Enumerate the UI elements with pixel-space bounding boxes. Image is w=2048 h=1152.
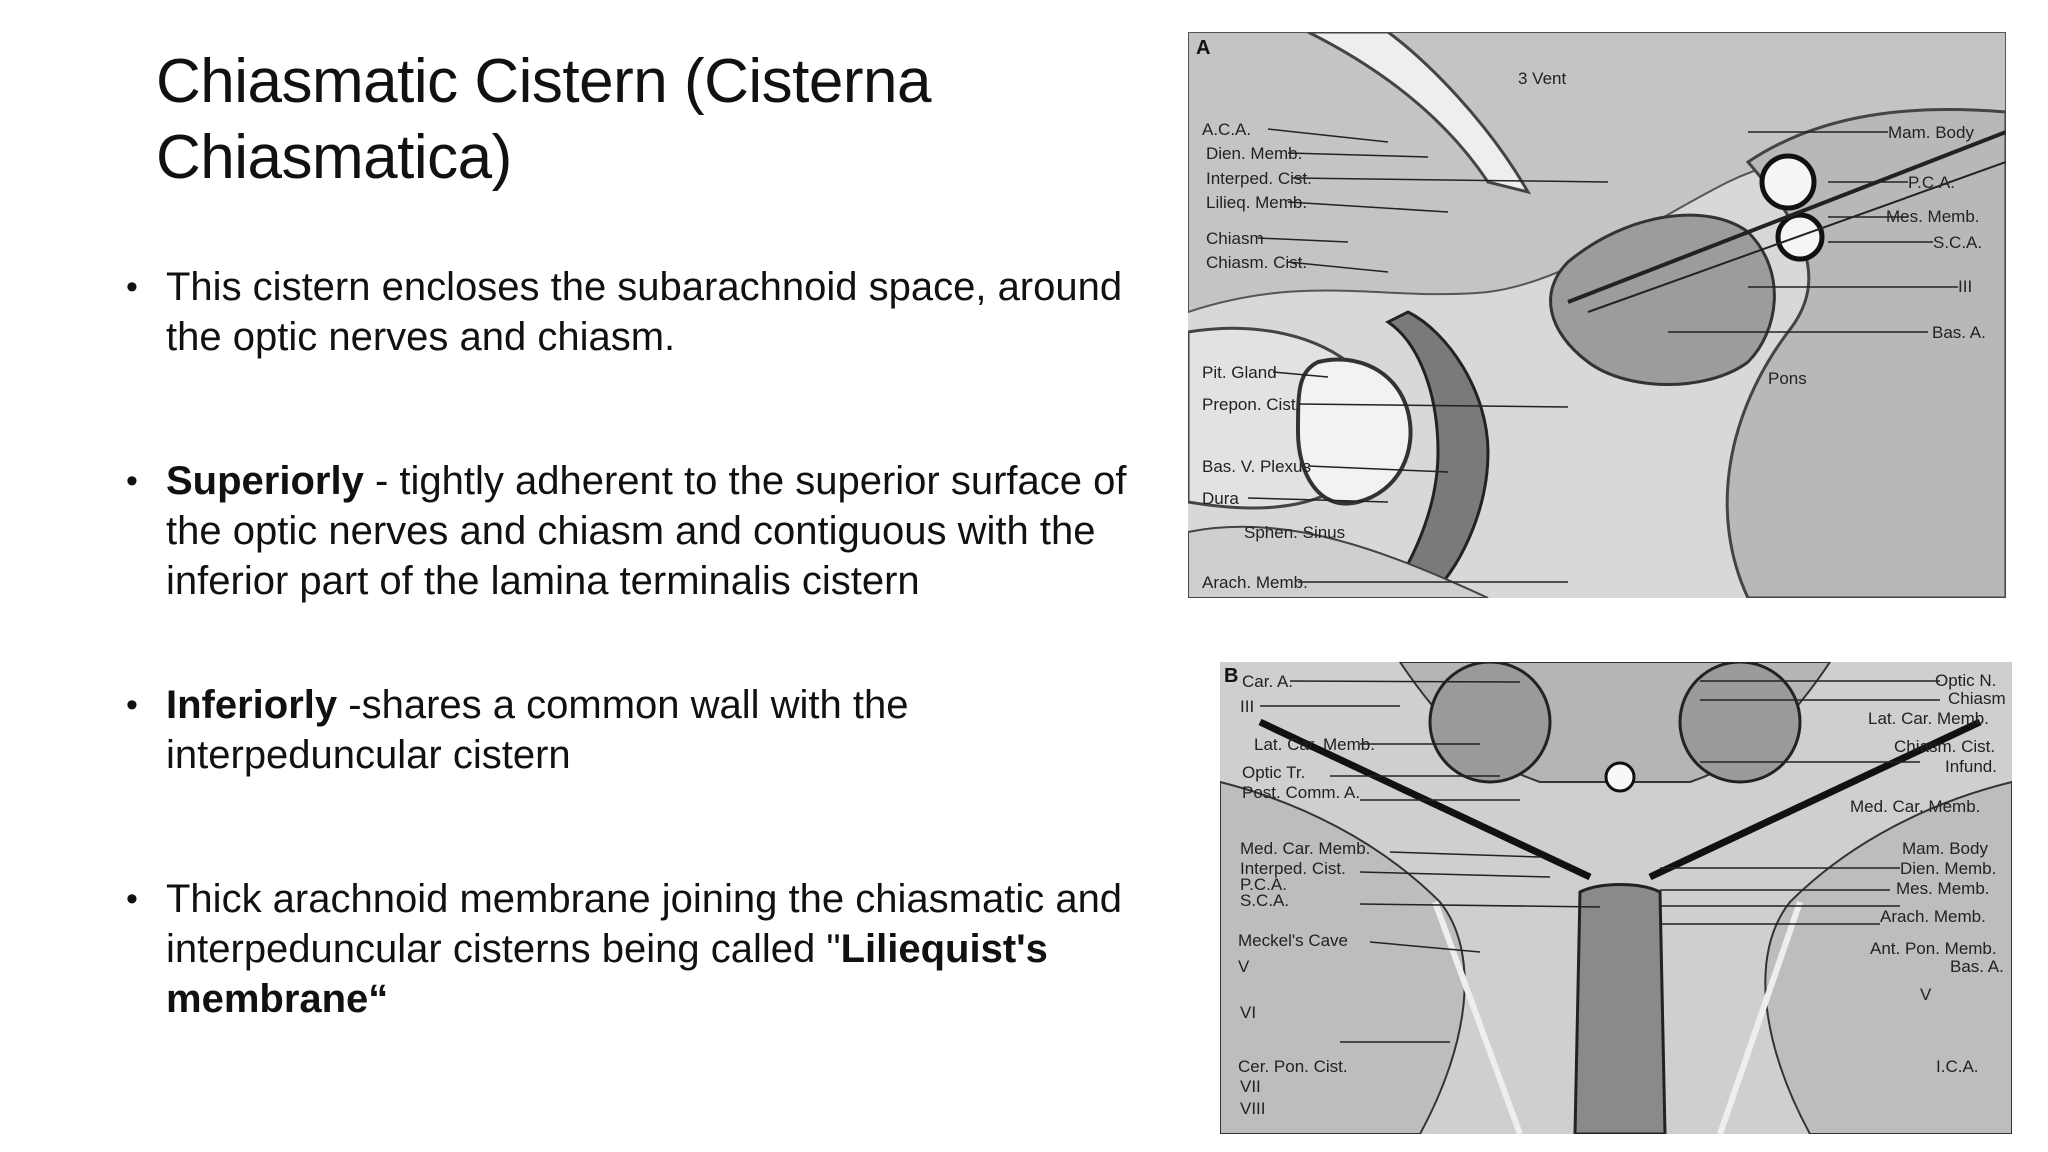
figure-label: VIII: [1240, 1099, 1266, 1118]
bullet-dot: •: [126, 686, 138, 724]
figure-label: Lat. Car. Memb.: [1254, 735, 1375, 754]
figure-label: Bas. V. Plexus: [1202, 457, 1311, 476]
figure-label: Arach. Memb.: [1202, 573, 1308, 592]
figure-label: Meckel's Cave: [1238, 931, 1348, 950]
bullet-body: This cistern encloses the subarachnoid s…: [166, 265, 1123, 359]
figure-label: Post. Comm. A.: [1242, 783, 1360, 802]
bullet-text: Thick arachnoid membrane joining the chi…: [166, 874, 1166, 1024]
sagittal-illustration: A A.C.A. Dien. Memb. Interped. Cist. Lil…: [1188, 32, 2006, 598]
figure-label: S.C.A.: [1240, 891, 1289, 910]
figure-label: Interped. Cist.: [1240, 859, 1346, 878]
figure-label: Mes. Memb.: [1896, 879, 1990, 898]
bullet-text: Superiorly - tightly adherent to the sup…: [166, 456, 1166, 606]
figure-label: I.C.A.: [1936, 1057, 1979, 1076]
figure-label: Lat. Car. Memb.: [1868, 709, 1989, 728]
figure-label: Cer. Pon. Cist.: [1238, 1057, 1348, 1076]
figure-label: Chiasm. Cist.: [1894, 737, 1995, 756]
figure-label: Bas. A.: [1932, 323, 1986, 342]
figure-label: Optic Tr.: [1242, 763, 1305, 782]
figure-label: P.C.A.: [1240, 875, 1287, 894]
figure-label: S.C.A.: [1933, 233, 1982, 252]
figure-label: Mam. Body: [1902, 839, 1988, 858]
figure-label: Med. Car. Memb.: [1850, 797, 1980, 816]
anatomy-figure-sagittal: A A.C.A. Dien. Memb. Interped. Cist. Lil…: [1188, 32, 2006, 598]
figure-label: Infund.: [1945, 757, 1997, 776]
figure-label: VI: [1240, 1003, 1256, 1022]
figure-label: P.C.A.: [1908, 173, 1955, 192]
figure-label: V: [1238, 957, 1250, 976]
figure-label: Dura: [1202, 489, 1239, 508]
slide-title: Chiasmatic Cistern (Cisterna Chiasmatica…: [156, 47, 932, 192]
figure-label: Chiasm. Cist.: [1206, 253, 1307, 272]
panel-letter: B: [1224, 665, 1238, 687]
bullet-text: Inferiorly -shares a common wall with th…: [166, 680, 1166, 780]
figure-label: 3 Vent: [1518, 69, 1566, 88]
figure-label: III: [1958, 277, 1972, 296]
figure-label: Ant. Pon. Memb.: [1870, 939, 1997, 958]
bullet-body: Thick arachnoid membrane joining the chi…: [166, 877, 1123, 971]
figure-label: III: [1240, 697, 1254, 716]
figure-label: Car. A.: [1242, 672, 1293, 691]
figure-label: Sphen. Sinus: [1244, 523, 1345, 542]
panel-letter: A: [1196, 37, 1210, 59]
bullet-bold-term: Superiorly: [166, 459, 364, 503]
figure-label: Mam. Body: [1888, 123, 1974, 142]
figure-label: Chiasm: [1206, 229, 1264, 248]
figure-label: Prepon. Cist.: [1202, 395, 1300, 414]
figure-label: Lilieq. Memb.: [1206, 193, 1307, 212]
basal-illustration: B Car. A. III Lat. Car. Memb. Optic Tr. …: [1220, 662, 2012, 1134]
figure-label: VII: [1240, 1077, 1261, 1096]
bullet-bold-term: Liliequist's membrane“: [166, 927, 1048, 1021]
figure-label: Dien. Memb.: [1900, 859, 1996, 878]
figure-label: Bas. A.: [1950, 957, 2004, 976]
figure-label: Mes. Memb.: [1886, 207, 1980, 226]
figure-label: Pit. Gland: [1202, 363, 1277, 382]
bullet-body: - tightly adherent to the superior surfa…: [166, 459, 1127, 603]
figure-label: Chiasm: [1948, 689, 2006, 708]
bullet-dot: •: [126, 268, 138, 306]
figure-label: Med. Car. Memb.: [1240, 839, 1370, 858]
figure-label: V: [1920, 985, 1932, 1004]
bullet-text: This cistern encloses the subarachnoid s…: [166, 262, 1166, 362]
bullet-bold-term: Inferiorly: [166, 683, 338, 727]
figure-label: Optic N.: [1935, 671, 1996, 690]
figure-label: Pons: [1768, 369, 1807, 388]
figure-label: Interped. Cist.: [1206, 169, 1312, 188]
figure-label: Dien. Memb.: [1206, 144, 1302, 163]
figure-label: Arach. Memb.: [1880, 907, 1986, 926]
anatomy-figure-basal: B Car. A. III Lat. Car. Memb. Optic Tr. …: [1220, 662, 2012, 1134]
figure-label: A.C.A.: [1202, 120, 1251, 139]
bullet-dot: •: [126, 880, 138, 918]
bullet-dot: •: [126, 462, 138, 500]
bullet-body: -shares a common wall with the interpedu…: [166, 683, 909, 777]
